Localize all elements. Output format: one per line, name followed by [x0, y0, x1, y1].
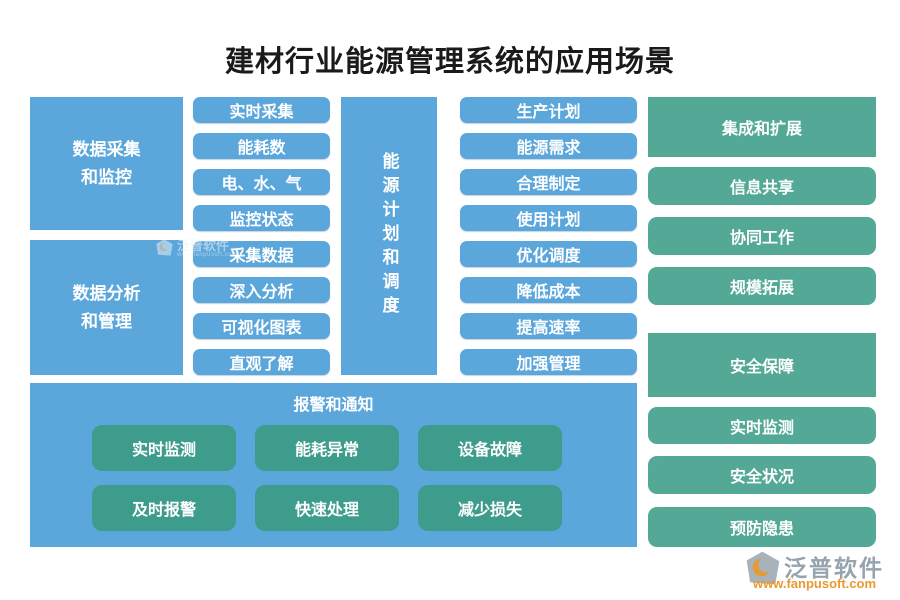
node-alarm-notification-group: 报警和通知 实时监测 能耗异常 设备故障 及时报警 快速处理 减少损失	[30, 383, 637, 547]
node-hazard-prevention: 预防隐患	[648, 507, 876, 547]
node-integration-expansion: 集成和扩展	[648, 97, 876, 157]
node-loss-reduction: 减少损失	[418, 485, 562, 531]
node-improve-rate: 提高速率	[460, 313, 637, 339]
vertical-label: 能源计划和调度	[379, 152, 399, 320]
node-collaboration: 协同工作	[648, 217, 876, 255]
node-monitoring-status: 监控状态	[193, 205, 330, 231]
node-electricity-water-gas: 电、水、气	[193, 169, 330, 195]
node-security-status: 安全状况	[648, 456, 876, 494]
node-energy-anomaly: 能耗异常	[255, 425, 399, 471]
node-realtime-collection: 实时采集	[193, 97, 330, 123]
node-strengthen-management: 加强管理	[460, 349, 637, 375]
node-energy-consumption-data: 能耗数	[193, 133, 330, 159]
node-reasonable-formulation: 合理制定	[460, 169, 637, 195]
node-scale-expansion: 规模拓展	[648, 267, 876, 305]
node-equipment-failure: 设备故障	[418, 425, 562, 471]
brand-lockup: 泛普软件 www.fanpusoft.com	[746, 548, 900, 594]
node-timely-alarm: 及时报警	[92, 485, 236, 531]
node-security-guarantee: 安全保障	[648, 333, 876, 397]
node-usage-plan: 使用计划	[460, 205, 637, 231]
node-realtime-monitoring: 实时监测	[648, 407, 876, 444]
node-energy-planning-scheduling: 能源计划和调度	[341, 97, 437, 375]
node-visual-charts: 可视化图表	[193, 313, 330, 339]
node-optimize-scheduling: 优化调度	[460, 241, 637, 267]
alarm-row-2: 及时报警 快速处理 减少损失	[92, 485, 562, 531]
brand-logo-icon	[746, 551, 780, 585]
node-intuitive-understanding: 直观了解	[193, 349, 330, 375]
node-reduce-cost: 降低成本	[460, 277, 637, 303]
node-quick-processing: 快速处理	[255, 485, 399, 531]
node-info-sharing: 信息共享	[648, 167, 876, 205]
diagram-title: 建材行业能源管理系统的应用场景	[224, 46, 675, 78]
brand-name: 泛普软件	[784, 555, 884, 581]
node-deep-analysis: 深入分析	[193, 277, 330, 303]
alarm-row-1: 实时监测 能耗异常 设备故障	[92, 425, 562, 471]
alarm-group-title: 报警和通知	[293, 397, 374, 414]
node-alarm-realtime-monitoring: 实时监测	[92, 425, 236, 471]
collection-analysis-pill-column: 实时采集 能耗数 电、水、气 监控状态 采集数据 深入分析 可视化图表 直观了解	[193, 97, 330, 375]
planning-pill-column: 生产计划 能源需求 合理制定 使用计划 优化调度 降低成本 提高速率 加强管理	[460, 97, 637, 375]
node-energy-demand: 能源需求	[460, 133, 637, 159]
brand-url: www.fanpusoft.com	[753, 576, 877, 591]
node-collect-data: 采集数据	[193, 241, 330, 267]
node-data-analysis-management: 数据分析 和管理	[30, 240, 183, 375]
node-data-collection-monitoring: 数据采集 和监控	[30, 97, 183, 230]
node-production-plan: 生产计划	[460, 97, 637, 123]
